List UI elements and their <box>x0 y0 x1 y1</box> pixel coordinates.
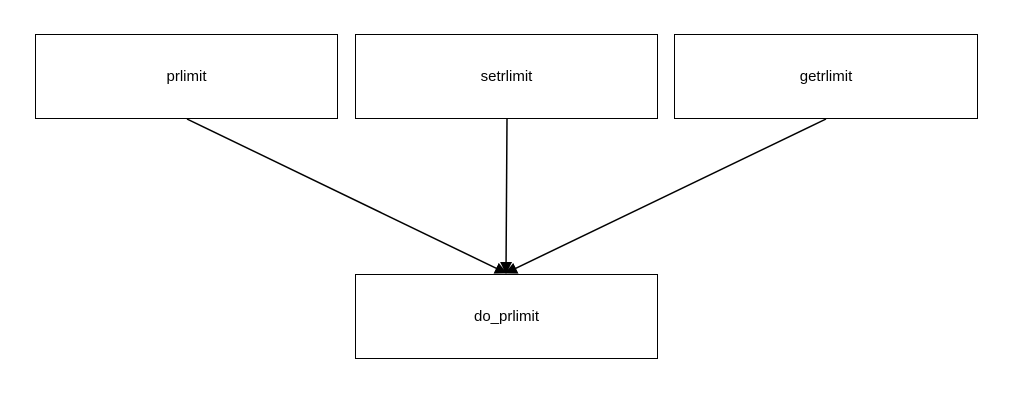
node-prlimit-label: prlimit <box>166 68 207 85</box>
edge-getrlimit-to-do-prlimit <box>505 118 827 274</box>
edge-setrlimit-to-do-prlimit <box>500 118 513 274</box>
node-do-prlimit-label: do_prlimit <box>473 308 540 325</box>
node-setrlimit-label: setrlimit <box>480 68 533 85</box>
node-setrlimit: setrlimit <box>355 34 658 119</box>
edge-prlimit-to-do-prlimit <box>186 118 507 274</box>
node-getrlimit-label: getrlimit <box>799 68 853 85</box>
node-prlimit: prlimit <box>35 34 338 119</box>
node-do-prlimit: do_prlimit <box>355 274 658 359</box>
node-getrlimit: getrlimit <box>674 34 978 119</box>
